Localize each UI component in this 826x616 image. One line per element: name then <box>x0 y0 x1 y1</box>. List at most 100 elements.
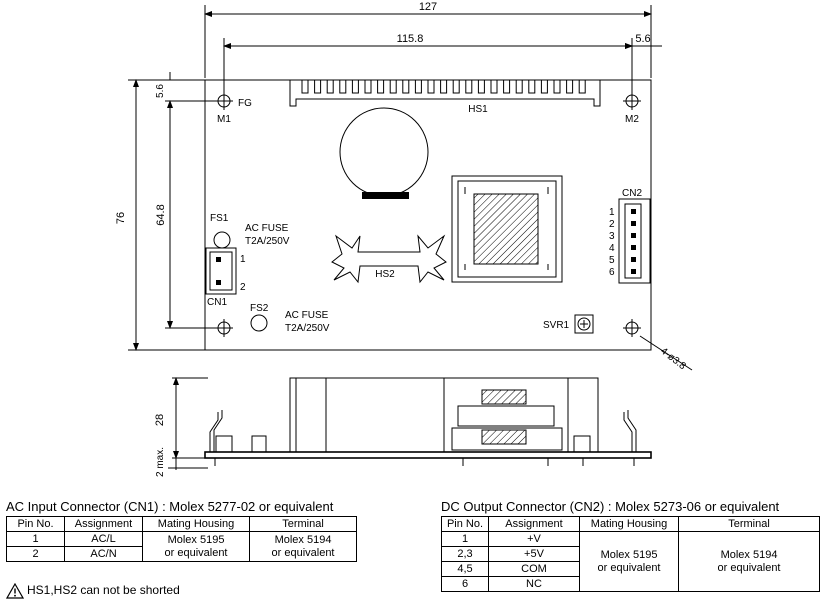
dimension-hole-offset-x: 5.6 <box>622 33 662 49</box>
cn2-pin-number: 2 <box>609 219 615 230</box>
dc-pin-cell: 1 <box>441 531 489 547</box>
ac-header-terminal: Terminal <box>249 516 357 532</box>
cn1-pin1-label: 1 <box>240 254 246 265</box>
ac-header-pin: Pin No. <box>6 516 65 532</box>
fuse1-line2: T2A/250V <box>245 236 290 247</box>
dc-pin-cell: 2,3 <box>441 546 489 562</box>
bulk-capacitor <box>339 107 429 199</box>
hole-spec-label: 4-ø3.8 <box>658 346 688 373</box>
cn1-pin2-label: 2 <box>240 282 246 293</box>
mechanical-drawing: 127 115.8 5.6 76 64.8 5.6 <box>115 1 693 477</box>
dimension-width-total: 127 <box>204 1 652 78</box>
dc-assignment-cell: NC <box>488 576 580 592</box>
dim-127-label: 127 <box>419 1 437 13</box>
dim-2max-label: 2 max. <box>155 447 166 477</box>
transformer <box>451 175 563 283</box>
heatsink-fin <box>326 79 334 94</box>
heatsink-fin <box>528 79 536 94</box>
heatsink-fin <box>389 79 397 94</box>
fuse-fs1 <box>213 231 231 249</box>
heatsink-fin <box>465 79 473 94</box>
heatsink-fin <box>490 79 498 94</box>
heatsink-fin <box>414 79 422 94</box>
table-row: 2 AC/N <box>6 546 357 562</box>
heatsink-fin <box>427 79 435 94</box>
fs1-label: FS1 <box>210 213 229 224</box>
cn2-pin <box>631 257 636 262</box>
heatsink-hs1: HS1 <box>289 79 601 115</box>
connector-cn2 <box>618 198 651 284</box>
dim-64-8-label: 64.8 <box>155 204 167 225</box>
dc-header-pin: Pin No. <box>441 516 489 532</box>
heatsink-fin <box>578 79 586 94</box>
heatsink-fin <box>540 79 548 94</box>
heatsink-fin <box>477 79 485 94</box>
heatsink-fin <box>553 79 561 94</box>
dimension-height-total: 76 <box>115 79 205 351</box>
fs2-label: FS2 <box>250 303 269 314</box>
dc-header-housing: Mating Housing <box>579 516 679 532</box>
ac-assignment-cell: AC/L <box>64 531 143 547</box>
ac-assignment-cell: AC/N <box>64 546 143 562</box>
cn2-pin-number: 4 <box>609 243 615 254</box>
dimension-hole-offset-y: 5.6 <box>155 72 171 112</box>
dc-assignment-cell: +V <box>488 531 580 547</box>
fuse2-line2: T2A/250V <box>285 323 330 334</box>
ac-connector-table: Pin No. Assignment Mating Housing Termin… <box>6 516 357 562</box>
hs1-label: HS1 <box>468 104 488 115</box>
hs2-label: HS2 <box>375 269 395 280</box>
table-row: 2,3 +5V <box>441 546 820 562</box>
dimension-height-holes: 64.8 <box>155 100 215 329</box>
table-row: 6 NC <box>441 576 820 592</box>
heatsink-fin <box>351 79 359 94</box>
side-view: 28 2 max. <box>154 377 652 477</box>
dim-76-label: 76 <box>115 212 127 224</box>
cn2-pin <box>631 233 636 238</box>
ac-pin-cell: 2 <box>6 546 65 562</box>
table-row: 4,5 COM <box>441 561 820 577</box>
m2-label: M2 <box>625 114 639 125</box>
mounting-hole-bottom-right <box>623 319 641 337</box>
dim-5-6-x-label: 5.6 <box>635 33 650 45</box>
cn2-pin <box>631 269 636 274</box>
dc-header-terminal: Terminal <box>678 516 820 532</box>
warning-text: HS1,HS2 can not be shorted <box>27 583 180 598</box>
warning-triangle-icon <box>5 582 25 599</box>
cn2-pin-number: 6 <box>609 267 615 278</box>
heatsink-fin <box>440 79 448 94</box>
dc-assignment-cell: +5V <box>488 546 580 562</box>
svr1-label: SVR1 <box>543 320 570 331</box>
fuse-fs2 <box>250 314 268 332</box>
dc-assignment-cell: COM <box>488 561 580 577</box>
heatsink-fin <box>377 79 385 94</box>
cn2-pin <box>631 209 636 214</box>
trimmer-svr1 <box>574 314 594 334</box>
mounting-hole-m2 <box>623 92 641 110</box>
ac-header-housing: Mating Housing <box>142 516 250 532</box>
dim-28-label: 28 <box>154 414 166 426</box>
ac-connector-title: AC Input Connector (CN1) : Molex 5277-02… <box>6 499 334 514</box>
mounting-hole-bottom-left <box>215 319 233 337</box>
dc-connector-table: Pin No. Assignment Mating Housing Termin… <box>441 516 820 592</box>
fuse1-line1: AC FUSE <box>245 223 289 234</box>
dim-5-6-y-label: 5.6 <box>155 84 166 98</box>
pcb-outline <box>204 79 652 351</box>
ac-pin-cell: 1 <box>6 531 65 547</box>
dc-pin-cell: 4,5 <box>441 561 489 577</box>
heatsink-fin <box>339 79 347 94</box>
heatsink-fin <box>452 79 460 94</box>
cn2-pin-number: 5 <box>609 255 615 266</box>
cn2-pin-number: 1 <box>609 207 615 218</box>
heatsink-fin <box>364 79 372 94</box>
warning-note: HS1,HS2 can not be shorted <box>5 582 180 599</box>
heatsink-fin <box>402 79 410 94</box>
cn2-label: CN2 <box>622 188 642 199</box>
cn2-pin-number: 3 <box>609 231 615 242</box>
heatsink-fin <box>503 79 511 94</box>
mounting-hole-m1 <box>215 92 233 110</box>
